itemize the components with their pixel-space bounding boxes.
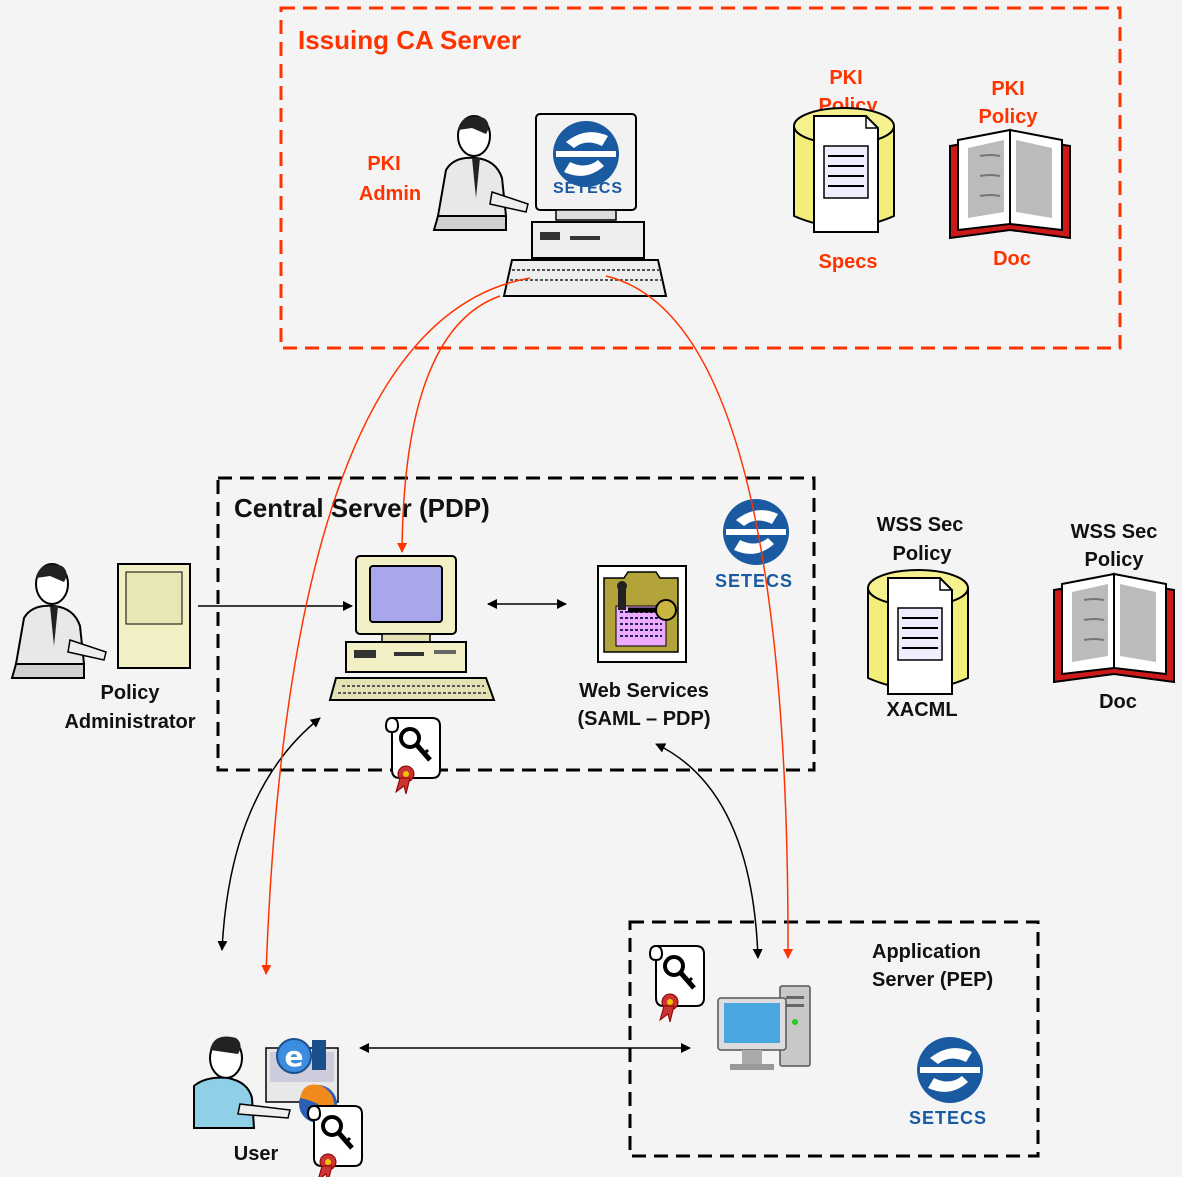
ca-to-user-arrow [261,277,531,975]
app-logo-text: SETECS [909,1108,987,1128]
web-services-line1: Web Services [579,680,709,702]
policy-cylinder-icon [793,107,895,233]
connectors [198,275,794,1053]
user-label: User [234,1143,279,1165]
pki-admin-line2: Admin [359,183,421,205]
ca-to-pdp-arrow [397,295,501,553]
doc-title-line2: Policy [979,106,1039,128]
app-server-title-line2: Server (PEP) [872,969,993,991]
central-server-title: Central Server (PDP) [234,493,490,523]
policy-administrator: Policy Administrator [11,563,196,733]
wss-doc-title-line1: WSS Sec [1071,521,1158,543]
desktop-computer-icon [329,555,495,701]
server-computer-icon [717,985,811,1071]
specs-caption: Specs [819,251,878,273]
xacml-caption: XACML [886,699,957,721]
app-setecs-logo-icon [917,1037,983,1103]
wss-open-book-icon [1053,573,1175,683]
admin-person-icon [433,115,529,231]
web-services-label: Web Services (SAML – PDP) [578,680,711,730]
specs-title-line1: PKI [829,67,862,89]
key-folder-icon [598,566,686,662]
setecs-logo-icon [553,121,619,187]
wss-doc-caption: Doc [1099,691,1137,713]
central-setecs-logo-icon [723,499,789,565]
user-person-icon [193,1036,291,1129]
issuing-ca-box: Issuing CA Server [279,6,1122,350]
ca-to-app-arrow [605,275,794,959]
web-services-line2: (SAML – PDP) [578,708,711,730]
application-server-box: Application Server (PEP) [628,920,1040,1158]
pki-admin-line1: PKI [367,153,400,175]
pdp-user-arrow [217,717,321,951]
pki-policy-doc: PKI Policy Doc [949,78,1071,270]
central-server-box: Central Server (PDP) [216,476,816,772]
xacml-title-line2: Policy [893,543,953,565]
ca-logo-text: SETECS [553,180,623,197]
policy-admin-person-icon [11,563,107,679]
user-certificate-key-icon [308,1106,362,1177]
wss-doc-title-line2: Policy [1085,549,1145,571]
ws-app-arrow [655,743,763,959]
user-node: e User [193,1036,362,1177]
open-book-icon [949,129,1071,239]
wss-policy-doc: WSS Sec Policy Doc [1053,521,1175,713]
central-logo-text: SETECS [715,571,793,591]
app-server-title-line1: Application [872,941,981,963]
svg-text:e: e [285,1040,304,1073]
wss-policy-xacml: WSS Sec Policy XACML [867,514,969,721]
browser-icon: e [276,1038,326,1074]
pki-policy-specs: PKI Policy Specs [793,67,895,273]
pki-admin-label: PKI Admin [359,153,421,205]
central-certificate-key-icon [386,718,440,794]
issuing-ca-title: Issuing CA Server [298,25,521,55]
policy-admin-line2: Administrator [64,711,195,733]
ca-workstation: SETECS [502,113,668,297]
xacml-title-line1: WSS Sec [877,514,964,536]
xacml-cylinder-icon [867,569,969,695]
policy-admin-line1: Policy [101,682,161,704]
app-certificate-key-icon [650,946,704,1022]
doc-title-line1: PKI [991,78,1024,100]
doc-caption: Doc [993,248,1031,270]
